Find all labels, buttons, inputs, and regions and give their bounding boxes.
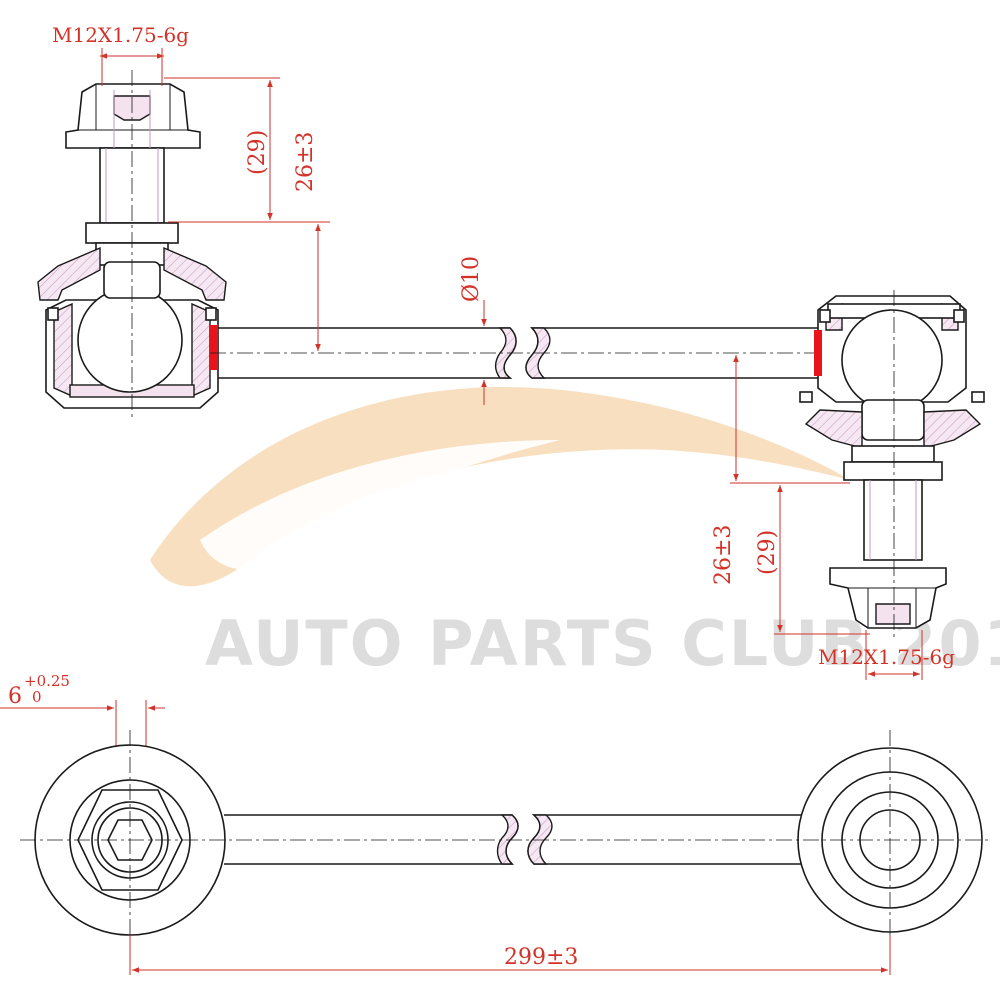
top-view-dimensions: M12X1.75-6g (29) 26±3 Ø10 26±3 (29) M12X…	[52, 23, 955, 680]
right-hex-socket	[875, 603, 911, 625]
rod-bottom-right	[527, 814, 806, 865]
left-dust-boot	[37, 246, 101, 301]
hex-socket-tol-lower: 0	[32, 688, 42, 706]
left-stud-length-tol: 26±3	[293, 132, 318, 192]
hex-socket-tol-upper: +0.25	[24, 672, 70, 690]
left-ball-joint	[37, 70, 227, 420]
left-ball	[77, 287, 183, 393]
right-stud-length-tol: 26±3	[711, 525, 736, 585]
overall-length: 299±3	[504, 945, 578, 970]
rod-top	[210, 327, 830, 379]
right-ball	[841, 309, 943, 411]
watermark-swoosh-inner	[200, 440, 560, 570]
right-stud-length-ref: (29)	[755, 530, 780, 575]
left-seal-red	[210, 325, 218, 370]
left-stud-length-ref: (29)	[245, 130, 270, 175]
watermark-swoosh	[150, 387, 850, 587]
right-washer	[851, 445, 935, 463]
left-thread-spec: M12X1.75-6g	[52, 23, 189, 47]
right-thread-spec: M12X1.75-6g	[818, 645, 955, 669]
right-dust-boot	[804, 409, 863, 449]
hex-socket-size: 6	[8, 684, 22, 709]
right-ball-joint	[799, 290, 985, 640]
right-seal-red	[814, 330, 822, 376]
rod-bottom-left	[224, 814, 519, 865]
right-stud	[863, 479, 923, 561]
bottom-view: 6 +0.25 0 299±3	[0, 672, 990, 975]
rod-diameter: Ø10	[459, 256, 484, 302]
